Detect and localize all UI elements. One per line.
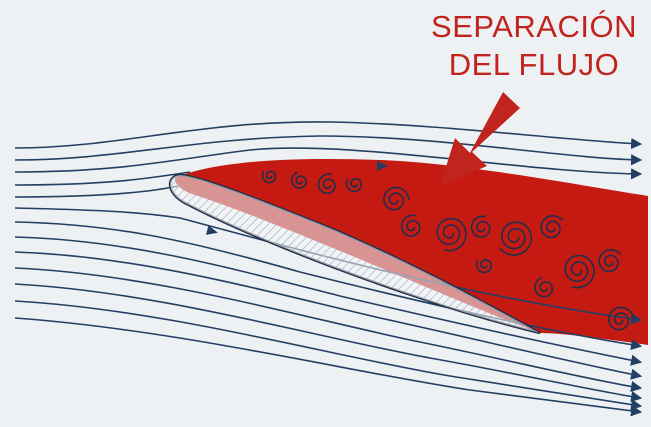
streamline [14,317,643,417]
streamline [14,147,643,180]
flow-separation-label: SEPARACIÓN DEL FLUJO [431,8,637,84]
streamline [14,171,191,186]
big-down-left-arrow-icon [440,92,520,186]
streamline [14,300,643,411]
vortex-swirl [291,171,307,189]
streamline [14,135,643,166]
label-line-2: DEL FLUJO [448,47,620,82]
airfoil-fill-base [170,175,540,333]
vortex-swirl [383,186,410,211]
vortex-swirl [436,217,467,252]
vortex-swirl [564,254,595,289]
streamline [14,121,643,150]
vortex-swirl [540,214,564,239]
vortex-swirl [534,276,554,298]
flow-direction-arrowhead [206,225,218,235]
vortex-swirl [400,214,421,237]
vortex-swirl [261,170,277,184]
streamline [14,283,643,403]
vortex-swirl [499,221,533,256]
streamlines [14,121,643,417]
streamline [14,221,643,351]
vortex-swirl [475,259,493,274]
vortices [261,170,635,331]
streamline [14,251,643,380]
vortex-swirl [470,215,491,238]
separation-region [174,158,649,345]
streamline [14,185,179,198]
label-line-1: SEPARACIÓN [431,9,637,44]
streamline [14,267,643,393]
vortex-swirl [317,173,336,195]
vortex-swirl [598,248,622,273]
streamline [14,207,643,325]
streamline [14,236,643,366]
vortex-swirl [345,178,363,193]
flow-direction-arrowhead [377,161,388,171]
vortex-swirl [608,306,635,331]
